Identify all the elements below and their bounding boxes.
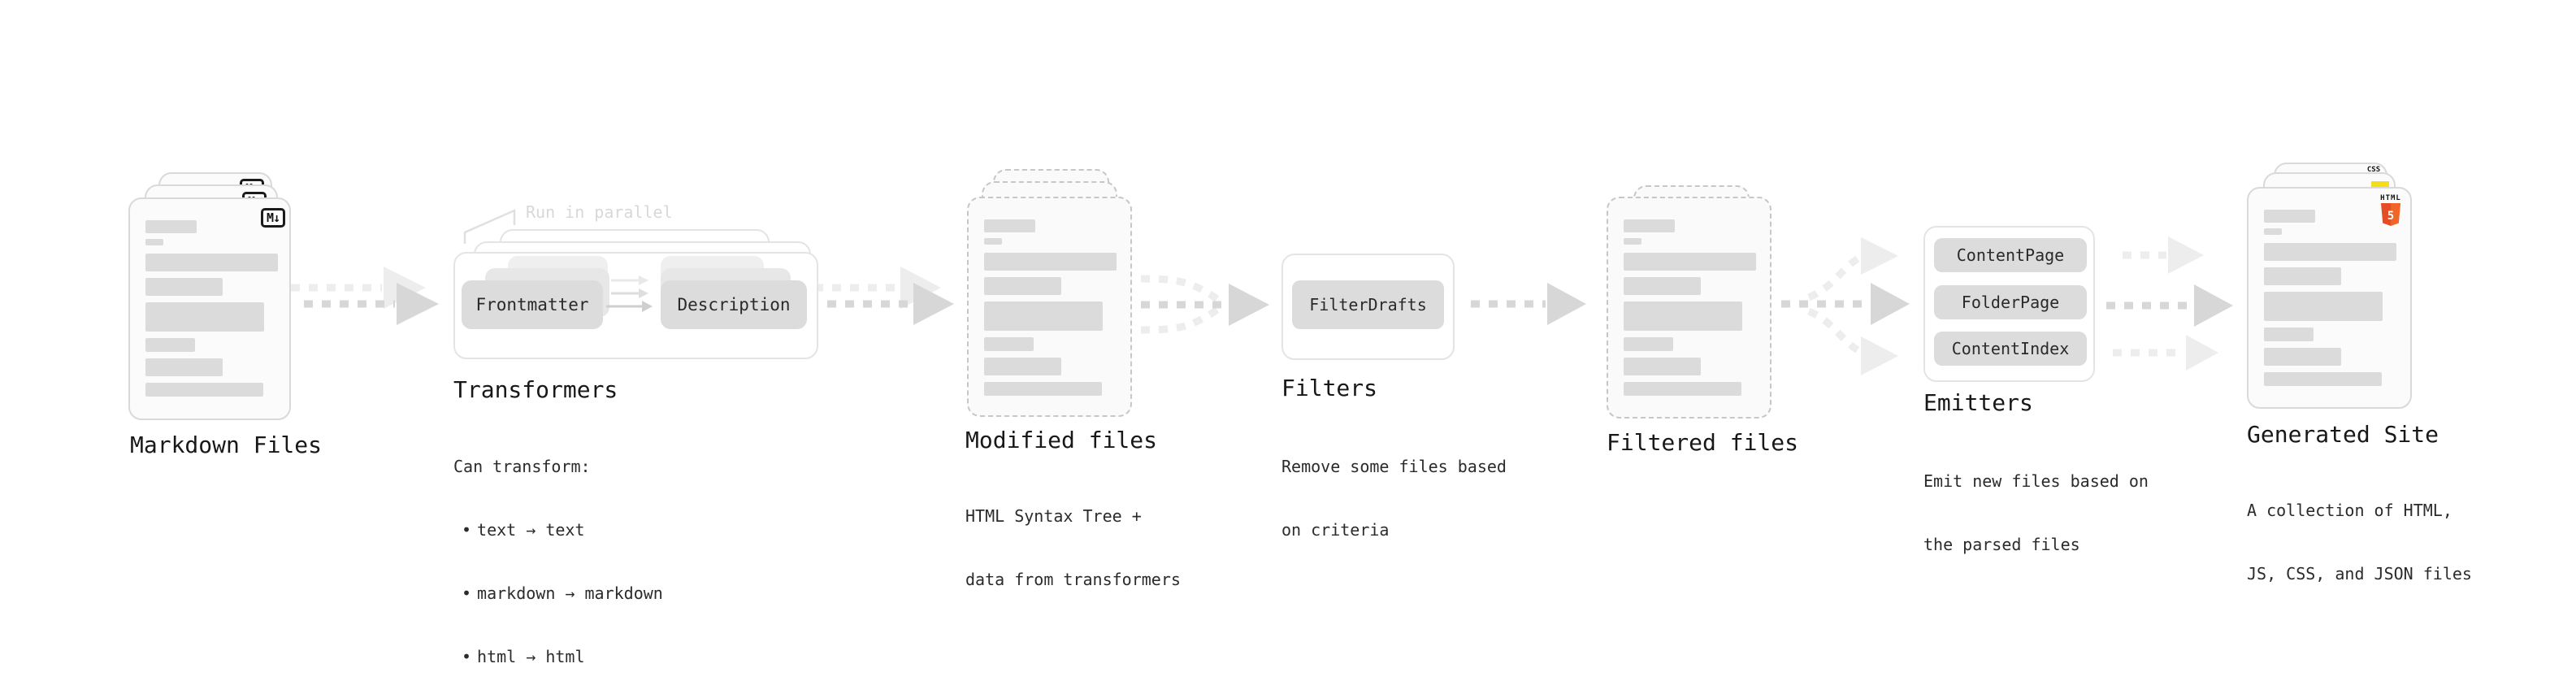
modified-file-front bbox=[967, 197, 1132, 417]
text-line-placeholder bbox=[984, 253, 1117, 271]
text-line-placeholder bbox=[145, 220, 197, 233]
text-line-placeholder bbox=[145, 358, 223, 376]
folderpage-node: FolderPage bbox=[1934, 285, 2087, 319]
contentpage-node: ContentPage bbox=[1934, 238, 2087, 272]
document-content-placeholder bbox=[2264, 210, 2396, 386]
svg-text:5: 5 bbox=[2387, 210, 2394, 223]
filtered-file-front bbox=[1607, 197, 1772, 419]
bullet-glyph: • bbox=[462, 647, 472, 666]
text-line-placeholder bbox=[1624, 337, 1673, 351]
generated-site-description: A collection of HTML, JS, CSS, and JSON … bbox=[2247, 458, 2472, 627]
text-line-placeholder bbox=[2264, 327, 2314, 341]
markdown-icon: M↓ bbox=[260, 208, 285, 228]
contentindex-node: ContentIndex bbox=[1934, 332, 2087, 366]
text-line-placeholder bbox=[984, 238, 1002, 245]
text-line-placeholder bbox=[984, 358, 1061, 375]
bullet-text: markdown → markdown bbox=[477, 583, 663, 603]
text-line-placeholder bbox=[145, 278, 223, 296]
filters-description: Remove some files based on criteria bbox=[1281, 414, 1507, 583]
text-line-placeholder bbox=[984, 337, 1034, 351]
stage-title-filters: Filters bbox=[1281, 375, 1378, 401]
text-line-placeholder bbox=[1624, 253, 1756, 271]
text-line-placeholder bbox=[2264, 210, 2315, 223]
text-line-placeholder bbox=[145, 254, 278, 271]
text-line-placeholder bbox=[145, 239, 163, 245]
bullet-line: • html → html bbox=[453, 646, 663, 667]
bullet-text: text → text bbox=[477, 520, 585, 540]
text-line-placeholder bbox=[145, 383, 263, 397]
stage-title-generated-site: Generated Site bbox=[2247, 421, 2439, 448]
stage-title-emitters: Emitters bbox=[1923, 389, 2033, 416]
text-line-placeholder bbox=[2264, 243, 2396, 261]
emitters-description: Emit new files based on the parsed files bbox=[1923, 428, 2149, 597]
bullet-text: html → html bbox=[477, 647, 585, 666]
document-content-placeholder bbox=[145, 220, 278, 397]
text-line-placeholder bbox=[2264, 267, 2341, 285]
text-line-placeholder bbox=[1624, 277, 1701, 295]
document-content-placeholder bbox=[1624, 219, 1756, 396]
desc-line: Can transform: bbox=[453, 457, 591, 476]
bullet-glyph: • bbox=[462, 583, 472, 603]
run-in-parallel-note: Run in parallel bbox=[526, 202, 673, 222]
bullet-line: • text → text bbox=[453, 519, 663, 540]
desc-line: HTML Syntax Tree + bbox=[965, 506, 1142, 526]
text-line-placeholder bbox=[984, 219, 1035, 232]
transformers-description: Can transform: • text → text • markdown … bbox=[453, 414, 663, 681]
callout-line bbox=[463, 209, 516, 244]
text-line-placeholder bbox=[984, 382, 1102, 396]
stage-title-transformers: Transformers bbox=[453, 376, 618, 403]
desc-line: A collection of HTML, bbox=[2247, 501, 2452, 520]
html5-shield: 5 bbox=[2381, 203, 2400, 226]
desc-line: the parsed files bbox=[1923, 535, 2080, 554]
stage-title-modified-files: Modified files bbox=[965, 427, 1158, 453]
desc-line: on criteria bbox=[1281, 520, 1390, 540]
modified-files-description: HTML Syntax Tree + data from transformer… bbox=[965, 463, 1181, 632]
text-line-placeholder bbox=[1624, 301, 1742, 331]
text-line-placeholder bbox=[145, 338, 195, 352]
text-line-placeholder bbox=[1624, 219, 1675, 232]
text-line-placeholder bbox=[984, 301, 1103, 331]
generated-file-front: HTML 5 bbox=[2247, 187, 2412, 409]
text-line-placeholder bbox=[1624, 238, 1641, 245]
text-line-placeholder bbox=[2264, 292, 2383, 321]
text-line-placeholder bbox=[145, 302, 264, 332]
bullet-line: • markdown → markdown bbox=[453, 583, 663, 604]
stage-title-filtered-files: Filtered files bbox=[1607, 429, 1799, 456]
description-node: Description bbox=[661, 280, 807, 329]
frontmatter-node: Frontmatter bbox=[462, 280, 603, 329]
text-line-placeholder bbox=[984, 277, 1061, 295]
desc-line: Remove some files based bbox=[1281, 457, 1507, 476]
desc-line: data from transformers bbox=[965, 570, 1181, 589]
html5-icon: HTML 5 bbox=[2380, 195, 2401, 229]
filterdrafts-node: FilterDrafts bbox=[1292, 280, 1444, 329]
text-line-placeholder bbox=[1624, 358, 1701, 375]
desc-line: JS, CSS, and JSON files bbox=[2247, 564, 2472, 583]
stage-title-markdown-files: Markdown Files bbox=[130, 432, 323, 458]
text-line-placeholder bbox=[2264, 228, 2282, 235]
text-line-placeholder bbox=[2264, 372, 2382, 386]
document-content-placeholder bbox=[984, 219, 1117, 396]
text-line-placeholder bbox=[1624, 382, 1741, 396]
desc-line: Emit new files based on bbox=[1923, 471, 2149, 491]
markdown-file-front: M↓ bbox=[128, 197, 291, 420]
bullet-glyph: • bbox=[462, 520, 472, 540]
text-line-placeholder bbox=[2264, 348, 2341, 366]
